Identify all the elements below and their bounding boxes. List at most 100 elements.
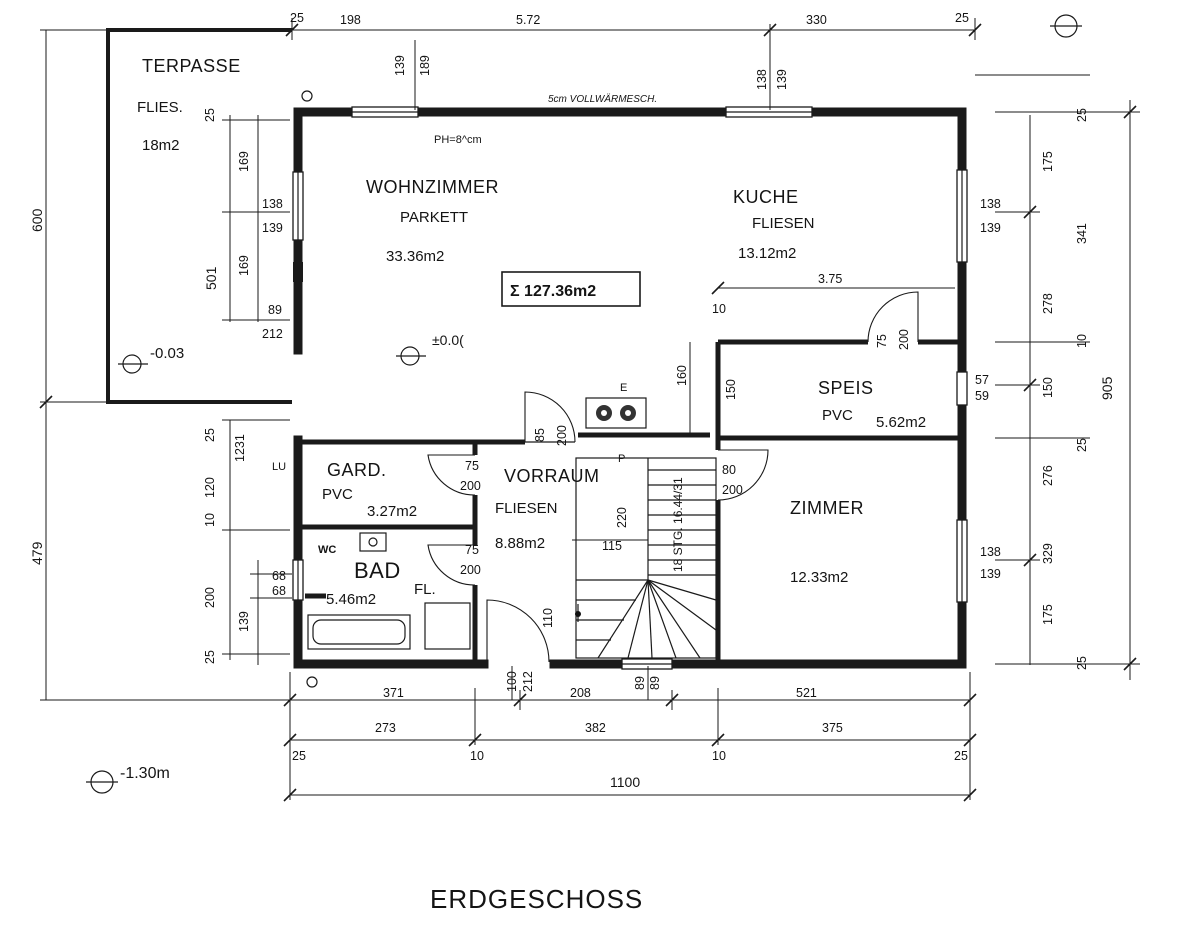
- dim-text: 10: [1075, 334, 1089, 348]
- dim-text: 212: [521, 671, 535, 692]
- terrace-area: 18m2: [142, 137, 180, 154]
- dim-text: 75: [465, 543, 479, 557]
- bath-fixtures: [307, 532, 471, 650]
- dim-text: 3.75: [818, 272, 842, 286]
- dim-text: 160: [675, 365, 689, 386]
- dim-text: 189: [418, 55, 432, 76]
- dim-text: 138: [980, 545, 1001, 559]
- parapet-note: PH=8^cm: [434, 134, 482, 146]
- dim-text: 10: [712, 302, 726, 316]
- dim-text: 25: [290, 11, 304, 25]
- staircase: [575, 457, 717, 659]
- gard-name: GARD.: [327, 460, 387, 480]
- stair-note: 18 STG. 16.44/31: [671, 477, 685, 572]
- level-terrace: -0.03: [150, 345, 184, 362]
- dim-text: 220: [615, 507, 629, 528]
- dim-text: 198: [340, 13, 361, 27]
- dim-text: 501: [203, 266, 219, 290]
- speis-name: SPEIS: [818, 378, 874, 398]
- total-area: Σ 127.36m2: [510, 283, 596, 300]
- dim-text: 57: [975, 373, 989, 387]
- dim-text: 200: [897, 329, 911, 350]
- dim-text: 375: [822, 721, 843, 735]
- dim-text: 200: [555, 425, 569, 446]
- dim-text: 479: [29, 541, 45, 565]
- dim-text: 25: [203, 428, 217, 442]
- lu-mark: LU: [272, 461, 286, 473]
- dim-text: 150: [1041, 377, 1055, 398]
- annotations: 5cm VOLLWÄRMESCH. PH=8^cm ±0.0( -0.03 -1…: [120, 93, 685, 782]
- dim-text: 80: [722, 463, 736, 477]
- dim-text: 200: [722, 483, 743, 497]
- dim-text: 89: [633, 676, 647, 690]
- dim-text: 278: [1041, 293, 1055, 314]
- dim-text: 276: [1041, 465, 1055, 486]
- wohnzimmer-name: WOHNZIMMER: [366, 177, 499, 197]
- dim-text: 75: [875, 334, 889, 348]
- dim-text: 89: [648, 676, 662, 690]
- terrace-name: TERPASSE: [142, 56, 241, 76]
- dim-text: 200: [203, 587, 217, 608]
- dim-text: 175: [1041, 151, 1055, 172]
- doors: [427, 291, 919, 663]
- vorraum-area: 8.88m2: [495, 535, 545, 552]
- kuche-floor: FLIESEN: [752, 215, 815, 232]
- dim-text: 212: [262, 327, 283, 341]
- wohnzimmer-area: 33.36m2: [386, 248, 444, 265]
- dim-text: 139: [262, 221, 283, 235]
- dim-text: 330: [806, 13, 827, 27]
- dim-text: 89: [268, 303, 282, 317]
- dim-text: 25: [203, 108, 217, 122]
- dim-text: 100: [505, 671, 519, 692]
- zimmer-name: ZIMMER: [790, 498, 864, 518]
- vorraum-name: VORRAUM: [504, 466, 600, 486]
- wohnzimmer-floor: PARKETT: [400, 209, 468, 226]
- p-mark: P: [618, 453, 625, 465]
- dim-text: 139: [775, 69, 789, 90]
- insulation-note: 5cm VOLLWÄRMESCH.: [548, 93, 657, 105]
- room-labels: TERPASSE FLIES. 18m2 WOHNZIMMER PARKETT …: [137, 56, 926, 914]
- stove: [585, 397, 647, 429]
- exterior-walls: [293, 107, 967, 669]
- bad-area: 5.46m2: [326, 591, 376, 608]
- dim-text: 382: [585, 721, 606, 735]
- dim-text: 25: [1075, 438, 1089, 452]
- dim-text: 208: [570, 686, 591, 700]
- dim-text: 169: [237, 151, 251, 172]
- dim-text: 85: [533, 428, 547, 442]
- dim-text: 138: [980, 197, 1001, 211]
- dim-text: 273: [375, 721, 396, 735]
- dim-text: 25: [1075, 108, 1089, 122]
- interior-walls: [300, 339, 960, 662]
- total-area-box: [501, 271, 641, 307]
- dim-text: 110: [541, 608, 555, 628]
- terrace-floor: FLIES.: [137, 99, 183, 116]
- dim-text: 200: [460, 479, 481, 493]
- dim-text: 371: [383, 686, 404, 700]
- dim-text: 150: [724, 379, 738, 400]
- dim-text: 169: [237, 255, 251, 276]
- dim-text: 75: [465, 459, 479, 473]
- dim-text: 138: [755, 69, 769, 90]
- bad-name: BAD: [354, 558, 401, 583]
- dim-text: 68: [272, 584, 286, 598]
- dim-text: 175: [1041, 604, 1055, 625]
- kuche-area: 13.12m2: [738, 245, 796, 262]
- kuche-name: KUCHE: [733, 187, 799, 207]
- dim-text: 905: [1099, 376, 1115, 400]
- dim-text: 139: [237, 611, 251, 632]
- dim-text: 139: [393, 55, 407, 76]
- dim-text: 25: [955, 11, 969, 25]
- dim-text: 59: [975, 389, 989, 403]
- gard-floor: PVC: [322, 486, 353, 503]
- plan-title: ERDGESCHOSS: [430, 884, 643, 914]
- dim-text: 329: [1041, 543, 1055, 564]
- dim-text: 139: [980, 221, 1001, 235]
- stove-mark: E: [620, 382, 627, 394]
- dim-text: 200: [460, 563, 481, 577]
- dimension-texts: 25 198 5.72 330 25 139 189 138 139 371 2…: [29, 11, 1115, 790]
- dim-text: 1100: [610, 774, 640, 790]
- dim-text: 10: [712, 749, 726, 763]
- dim-text: 1231: [233, 434, 247, 462]
